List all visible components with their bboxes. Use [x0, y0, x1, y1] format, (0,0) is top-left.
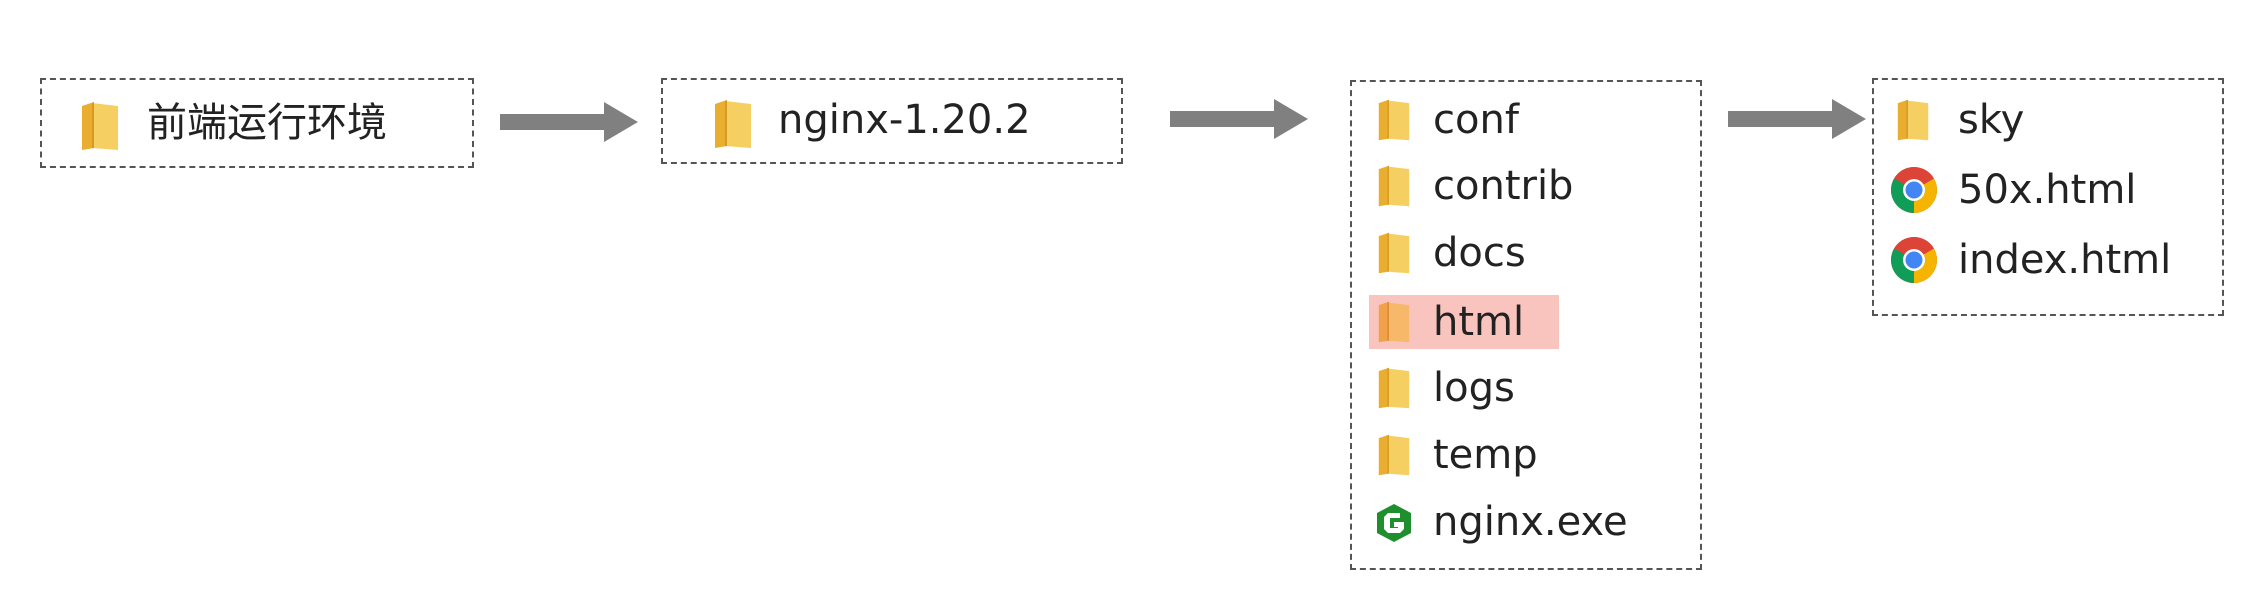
list-item-docs: docs [1369, 225, 1559, 281]
list-item-label: html [1433, 299, 1525, 345]
arrow-root-to-nginx [500, 102, 638, 142]
list-item-temp: temp [1369, 427, 1559, 483]
list-item-label: logs [1433, 365, 1515, 411]
folder-icon [1378, 301, 1410, 343]
folder-icon [1378, 232, 1410, 274]
list-item-label: contrib [1433, 163, 1574, 209]
root-folder-box: 前端运行环境 [40, 78, 474, 168]
list-item-label: conf [1433, 97, 1519, 143]
folder-icon [715, 100, 751, 148]
list-item-label: temp [1433, 432, 1538, 478]
arrow-html-to-contents [1728, 99, 1866, 139]
folder-icon [1378, 367, 1410, 409]
list-item-50x-html: 50x.html [1888, 162, 2188, 218]
root-folder-label: 前端运行环境 [147, 100, 387, 146]
folder-icon [1378, 99, 1410, 141]
chrome-icon [1891, 237, 1937, 283]
list-item-label: sky [1958, 97, 2025, 143]
chrome-icon [1891, 167, 1937, 213]
list-item-label: index.html [1958, 237, 2172, 283]
nginx-contents-box: conf contrib docs html l [1350, 80, 1702, 570]
list-item-contrib: contrib [1369, 158, 1573, 214]
arrow-nginx-to-contents [1170, 99, 1308, 139]
list-item-label: nginx.exe [1433, 499, 1628, 545]
nginx-exe-icon [1377, 504, 1411, 542]
list-item-label: 50x.html [1958, 167, 2137, 213]
nginx-folder-label: nginx-1.20.2 [778, 97, 1031, 143]
list-item-conf: conf [1369, 92, 1559, 148]
list-item-index-html: index.html [1888, 232, 2208, 288]
list-item-nginx-exe: nginx.exe [1369, 494, 1628, 550]
list-item-sky: sky [1888, 92, 2088, 148]
folder-icon [82, 102, 118, 150]
list-item-html-highlighted: html [1369, 295, 1559, 349]
list-item-label: docs [1433, 230, 1526, 276]
nginx-folder-box: nginx-1.20.2 [661, 78, 1123, 164]
folder-icon [1897, 99, 1929, 141]
folder-icon [1378, 165, 1410, 207]
html-contents-box: sky 50x.html index.html [1872, 78, 2224, 316]
list-item-logs: logs [1369, 360, 1559, 416]
folder-icon [1378, 434, 1410, 476]
